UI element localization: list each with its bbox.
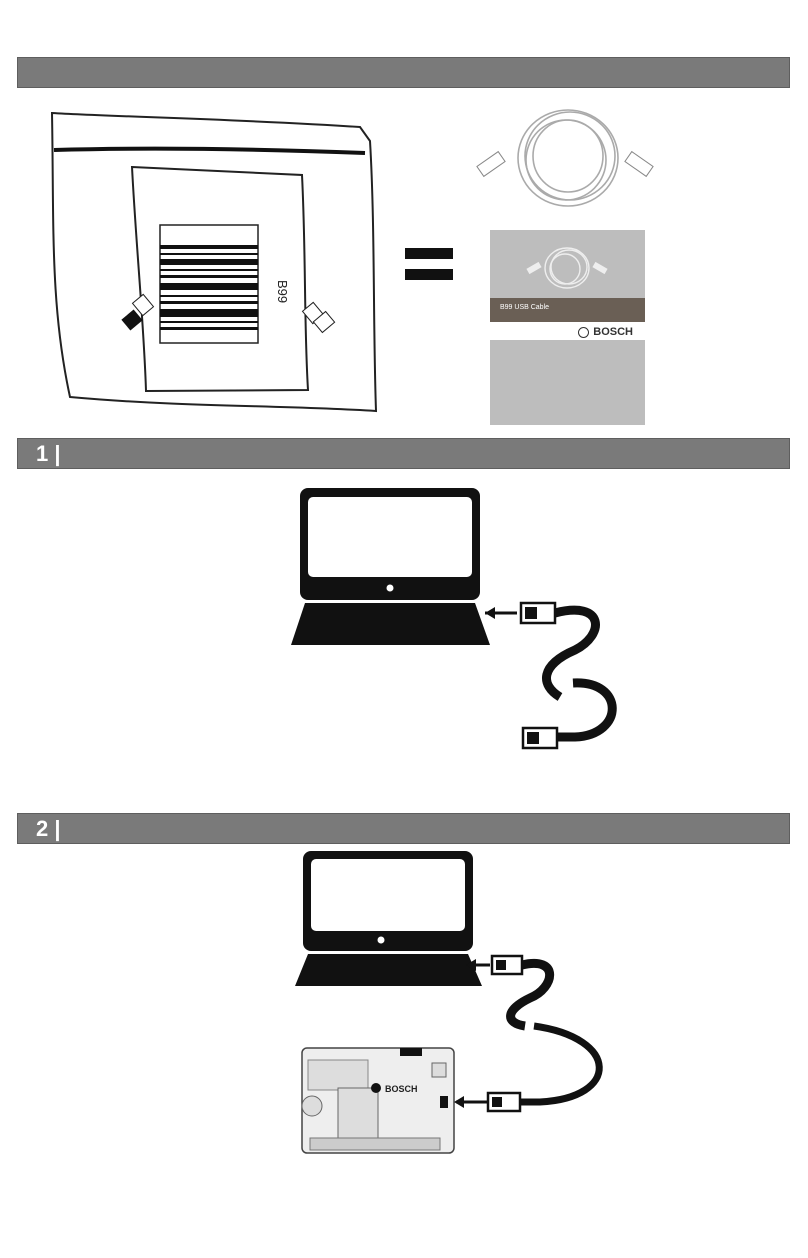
step-2-number: 2 | <box>36 816 61 842</box>
booklet-cable-image <box>525 240 610 295</box>
step-1-bar: 1 | <box>17 438 790 469</box>
booklet-brand: BOSCH <box>593 326 633 338</box>
bag-model-label: B99 <box>275 280 290 303</box>
usb-cable-coil-icon <box>468 98 663 218</box>
step-1-number: 1 | <box>36 441 61 467</box>
step-2-bar: 2 | <box>17 813 790 844</box>
bosch-logo-icon <box>578 327 589 338</box>
section-bar-contents <box>17 57 790 88</box>
step-1-laptop-cable-illustration <box>285 485 630 755</box>
equals-icon <box>405 248 453 282</box>
step-2-laptop-panel-illustration: BOSCH <box>290 848 620 1158</box>
laptop-base-icon <box>291 603 490 645</box>
booklet-title: B99 USB Cable <box>500 304 549 311</box>
laptop-base-icon <box>295 954 482 986</box>
booklet-title-band: B99 USB Cable <box>490 298 645 322</box>
documentation-booklet: B99 USB Cable BOSCH <box>490 230 645 425</box>
panel-brand: BOSCH <box>385 1084 418 1094</box>
packaging-bag-illustration: B99 <box>40 105 385 425</box>
